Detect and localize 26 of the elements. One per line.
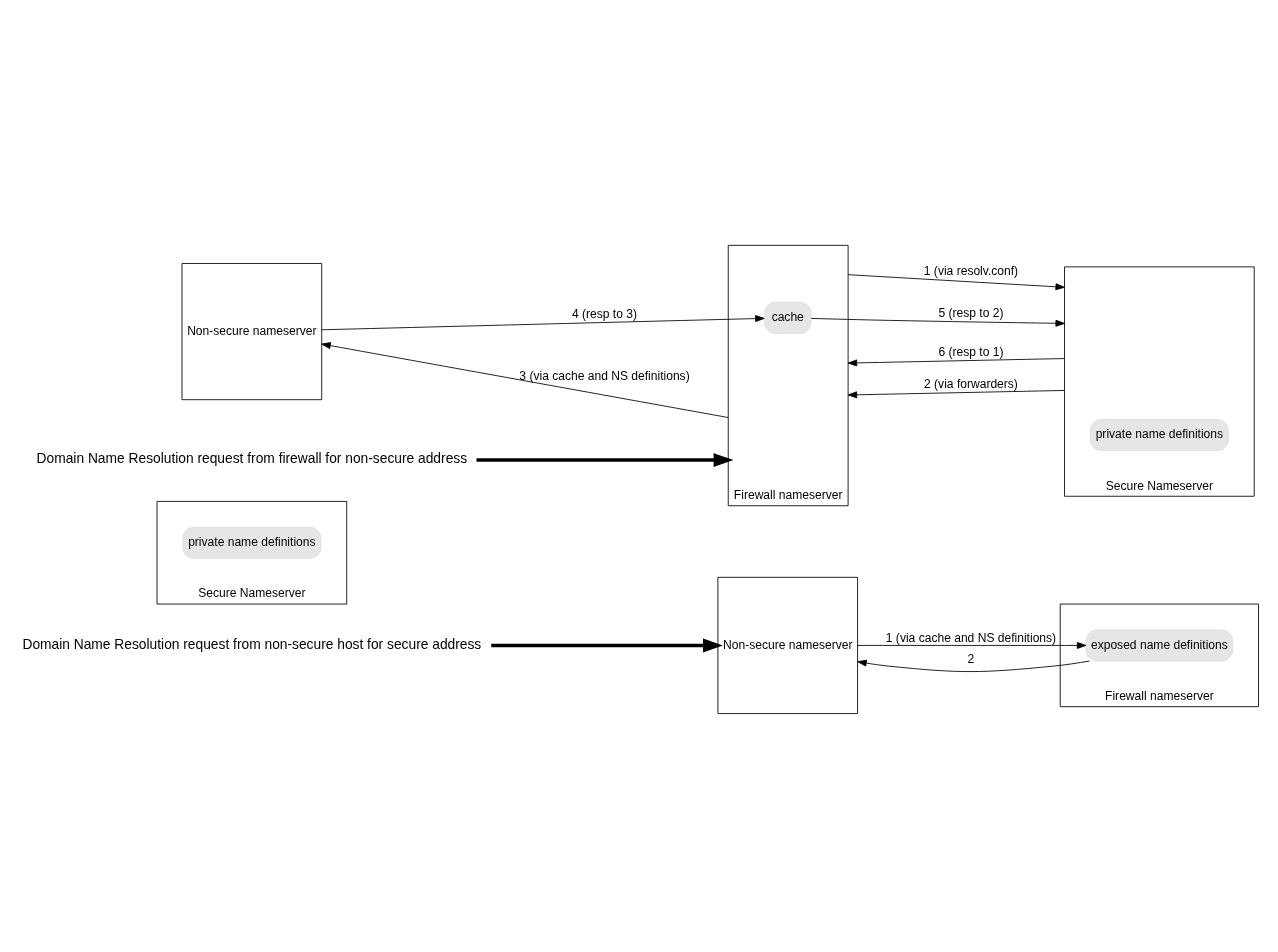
arrow [847, 390, 1065, 399]
arrow [810, 318, 1065, 327]
edge-label: 3 (via cache and NS definitions) [519, 369, 690, 384]
node-text: Domain Name Resolution request from non-secure host for secure address [22, 636, 482, 652]
edge-label: 2 (via forwarders) [924, 376, 1018, 391]
node-text: Domain Name Resolution request from firewall for non-secure address [36, 451, 468, 467]
edge-label: 4 (resp to 3) [571, 306, 638, 321]
node-box: private name definitions [1089, 419, 1229, 451]
arrow [857, 659, 1090, 672]
node-box: exposed name definitions [1085, 629, 1234, 662]
arrow [847, 358, 1065, 367]
node-box: private name definitions [182, 526, 322, 559]
arrow [321, 315, 765, 331]
edge-label: 6 (resp to 1) [938, 344, 1004, 359]
node-box: Non-secure nameserver [181, 263, 323, 401]
arrow [476, 453, 734, 467]
node-box: cache [764, 301, 812, 334]
arrow [321, 342, 729, 418]
arrow [491, 638, 723, 653]
node-box: Non-secure nameserver [717, 576, 858, 714]
arrow [857, 642, 1087, 649]
arrow [847, 274, 1065, 291]
edge-label: 1 (via cache and NS definitions) [885, 631, 1057, 646]
edge-label: 1 (via resolv.conf) [923, 263, 1019, 278]
edge-label: 5 (resp to 2) [938, 306, 1004, 321]
edge-label: 2 [967, 651, 975, 666]
